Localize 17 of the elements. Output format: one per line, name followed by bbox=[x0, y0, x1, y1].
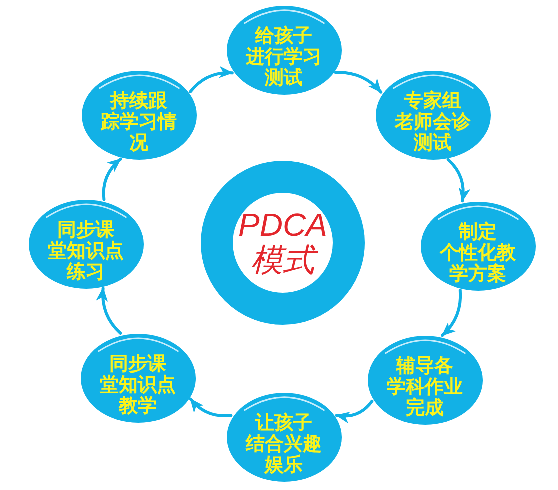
ring-label: PDCA模式 bbox=[238, 208, 328, 278]
curved-arrow bbox=[102, 158, 122, 202]
bubble-label: 让孩子结合兴趣娱乐 bbox=[246, 413, 322, 476]
bubble-label: 给孩子进行学习测试 bbox=[246, 26, 322, 89]
curved-arrow bbox=[189, 398, 233, 418]
bubble-label: 同步课堂知识点教学 bbox=[100, 354, 176, 417]
curved-arrow bbox=[189, 66, 234, 94]
curved-arrow bbox=[334, 71, 383, 94]
curved-arrow bbox=[335, 400, 374, 424]
bubble-label: 持续跟踪学习情况 bbox=[101, 91, 177, 154]
curved-arrow bbox=[441, 288, 462, 338]
bubble-label: 制定个性化教学方案 bbox=[440, 222, 516, 285]
curved-arrow bbox=[96, 287, 122, 335]
curved-arrow bbox=[446, 158, 470, 203]
bubble-label: 辅导各学科作业完成 bbox=[387, 356, 463, 419]
bubble-label: 同步课堂知识点练习 bbox=[48, 220, 124, 283]
bubble-label: 专家组老师会诊测试 bbox=[395, 91, 471, 154]
